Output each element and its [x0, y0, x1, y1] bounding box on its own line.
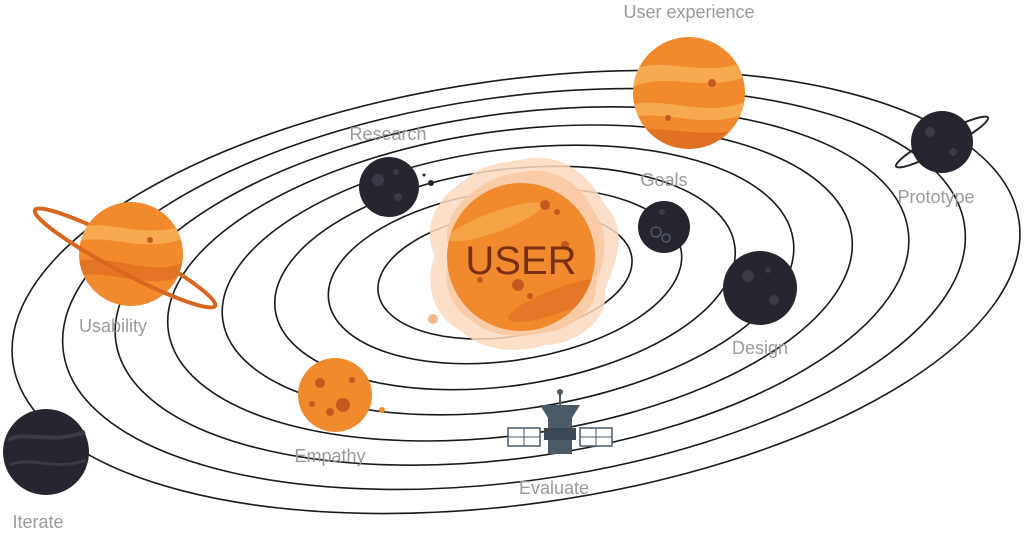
- planet-iterate: Iterate: [3, 409, 89, 532]
- orbit-8: [11, 69, 1021, 515]
- label-evaluate: Evaluate: [519, 478, 589, 498]
- orbit-4: [221, 144, 795, 416]
- planet-research: Research: [349, 124, 434, 217]
- planet-empathy: Empathy: [294, 358, 385, 466]
- planet-goals: Goals: [638, 170, 690, 253]
- sun-user: USER: [428, 157, 619, 350]
- label-usability: Usability: [79, 316, 147, 336]
- orbit-6: [114, 106, 910, 466]
- planet-usability: Usability: [32, 202, 218, 336]
- label-iterate: Iterate: [12, 512, 63, 532]
- orbit-7: [61, 87, 967, 491]
- planet-prototype: Prototype: [894, 111, 990, 207]
- label-empathy: Empathy: [294, 446, 365, 466]
- label-research: Research: [349, 124, 426, 144]
- label-design: Design: [732, 338, 788, 358]
- planet-user-experience: User experience: [623, 2, 755, 149]
- label-user-experience: User experience: [623, 2, 754, 22]
- planet-design: Design: [723, 251, 797, 358]
- sun-label: USER: [465, 239, 576, 283]
- label-prototype: Prototype: [897, 187, 974, 207]
- satellite-evaluate: Evaluate: [507, 389, 613, 498]
- label-goals: Goals: [640, 170, 687, 190]
